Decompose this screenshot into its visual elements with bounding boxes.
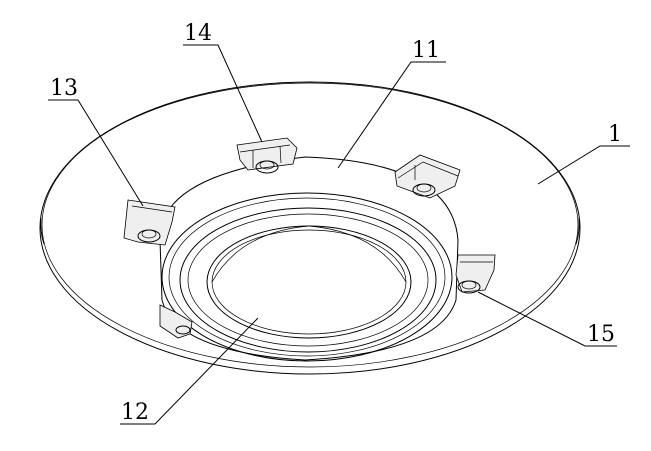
label-11: 11 <box>412 38 440 63</box>
inner-collar <box>161 192 453 362</box>
bracket-right <box>455 254 496 294</box>
bracket-bottom-left <box>159 304 193 339</box>
label-15: 15 <box>587 322 615 347</box>
reference-labels: 14 11 13 1 15 12 <box>50 21 622 425</box>
leader-lines <box>48 44 630 425</box>
label-14: 14 <box>184 21 212 46</box>
base-plate <box>39 81 581 375</box>
bracket-top <box>236 137 298 174</box>
bracket-left <box>123 199 176 246</box>
label-13: 13 <box>50 76 78 101</box>
central-opening <box>206 225 412 339</box>
label-12: 12 <box>121 400 149 425</box>
bracket-right-top <box>394 154 461 199</box>
label-1: 1 <box>608 122 622 147</box>
